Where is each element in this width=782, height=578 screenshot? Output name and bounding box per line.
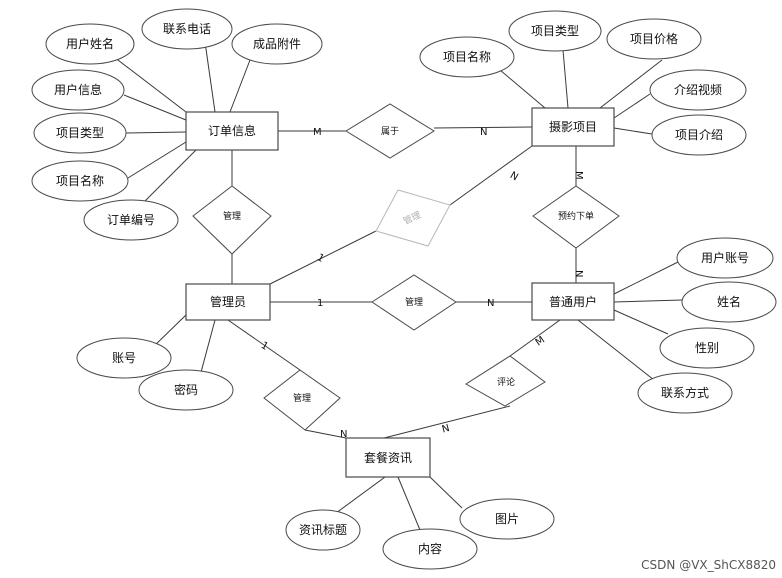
rel-manage-user-label: 管理 — [405, 296, 423, 308]
attr-news-title: 资讯标题 — [285, 509, 361, 551]
entity-order-label: 订单信息 — [208, 123, 256, 138]
entity-news: 套餐资讯 — [345, 437, 431, 478]
rel-belongs-label: 属于 — [381, 126, 399, 137]
card-admin-manage-project: 1 — [315, 252, 326, 265]
attr-order-username-label: 用户姓名 — [66, 36, 114, 51]
attr-order-attachment: 成品附件 — [231, 23, 323, 65]
rel-manage-order-label: 管理 — [223, 210, 241, 222]
attr-news-content: 内容 — [382, 528, 478, 570]
card-user-comment: M — [534, 335, 547, 349]
attr-order-projname: 项目名称 — [31, 160, 129, 202]
attr-news-image-label: 图片 — [495, 512, 519, 526]
rel-book-label: 预约下单 — [558, 210, 594, 222]
attr-news-image: 图片 — [459, 498, 555, 540]
attr-news-title-label: 资讯标题 — [299, 523, 347, 537]
attr-admin-password: 密码 — [138, 369, 234, 411]
attr-user-contact-label: 联系方式 — [661, 385, 709, 400]
card-order-belongs: M — [313, 127, 322, 138]
attr-user-name-label: 姓名 — [717, 294, 741, 309]
attr-project-name-label: 项目名称 — [443, 49, 491, 64]
attr-order-phone-label: 联系电话 — [163, 22, 211, 36]
watermark: CSDN @VX_ShCX8820 — [641, 558, 776, 572]
attr-user-gender-label: 性别 — [695, 341, 719, 355]
card-news-comment: N — [441, 423, 451, 436]
attr-order-number: 订单编号 — [83, 199, 179, 241]
attr-admin-password-label: 密码 — [174, 382, 198, 397]
attr-order-attachment-label: 成品附件 — [253, 37, 301, 51]
entity-user-label: 普通用户 — [549, 294, 597, 309]
attr-order-userinfo: 用户信息 — [31, 69, 125, 111]
attr-order-projtype-label: 项目类型 — [56, 126, 104, 140]
card-admin-manage-user: 1 — [317, 298, 323, 309]
attr-order-projtype: 项目类型 — [33, 112, 127, 154]
entity-project-label: 摄影项目 — [549, 119, 597, 134]
entity-project: 摄影项目 — [531, 107, 615, 147]
attr-user-account-label: 用户账号 — [701, 250, 749, 265]
rel-manage-project: 管理 — [375, 189, 451, 247]
attr-project-video: 介绍视频 — [649, 69, 747, 111]
attr-admin-account: 账号 — [76, 337, 172, 379]
rel-manage-news: 管理 — [263, 369, 341, 431]
attr-order-number-label: 订单编号 — [107, 212, 155, 227]
entity-admin-label: 管理员 — [210, 294, 246, 309]
attr-project-video-label: 介绍视频 — [674, 82, 722, 97]
attr-project-type-label: 项目类型 — [531, 24, 579, 38]
attr-order-username: 用户姓名 — [45, 23, 135, 65]
attr-project-intro: 项目介绍 — [651, 114, 747, 156]
rel-book: 预约下单 — [532, 185, 620, 249]
attr-user-name: 姓名 — [681, 281, 777, 323]
attr-project-type: 项目类型 — [508, 10, 602, 52]
rel-comment-label: 评论 — [497, 376, 515, 388]
card-user-manage: N — [487, 298, 494, 309]
attr-user-account: 用户账号 — [676, 237, 774, 279]
attr-order-userinfo-label: 用户信息 — [54, 82, 102, 97]
card-project-book: M — [573, 171, 584, 180]
attr-order-phone: 联系电话 — [141, 8, 233, 50]
attr-project-name: 项目名称 — [419, 36, 515, 78]
connector-lines — [113, 41, 683, 531]
attr-project-price: 项目价格 — [606, 18, 702, 60]
entity-news-label: 套餐资讯 — [364, 450, 412, 465]
attr-news-content-label: 内容 — [418, 541, 442, 556]
entity-admin: 管理员 — [185, 283, 271, 321]
attr-project-intro-label: 项目介绍 — [675, 128, 723, 142]
rel-belongs: 属于 — [345, 103, 435, 159]
card-project-belongs: N — [480, 127, 487, 138]
card-project-manage: N — [508, 170, 520, 183]
card-user-book: N — [573, 270, 584, 277]
rel-manage-news-label: 管理 — [293, 392, 311, 404]
rel-manage-order: 管理 — [192, 185, 272, 255]
attr-project-price-label: 项目价格 — [630, 31, 678, 46]
attr-user-gender: 性别 — [659, 327, 755, 369]
attr-order-projname-label: 项目名称 — [56, 173, 104, 188]
attr-admin-account-label: 账号 — [112, 351, 136, 365]
entity-user: 普通用户 — [531, 282, 615, 321]
card-news-manage: N — [340, 429, 347, 440]
entity-order: 订单信息 — [185, 111, 279, 151]
rel-manage-user: 管理 — [371, 274, 457, 331]
attr-user-contact: 联系方式 — [637, 372, 733, 414]
card-admin-manage-news: 1 — [259, 340, 270, 353]
rel-comment: 评论 — [465, 355, 546, 407]
